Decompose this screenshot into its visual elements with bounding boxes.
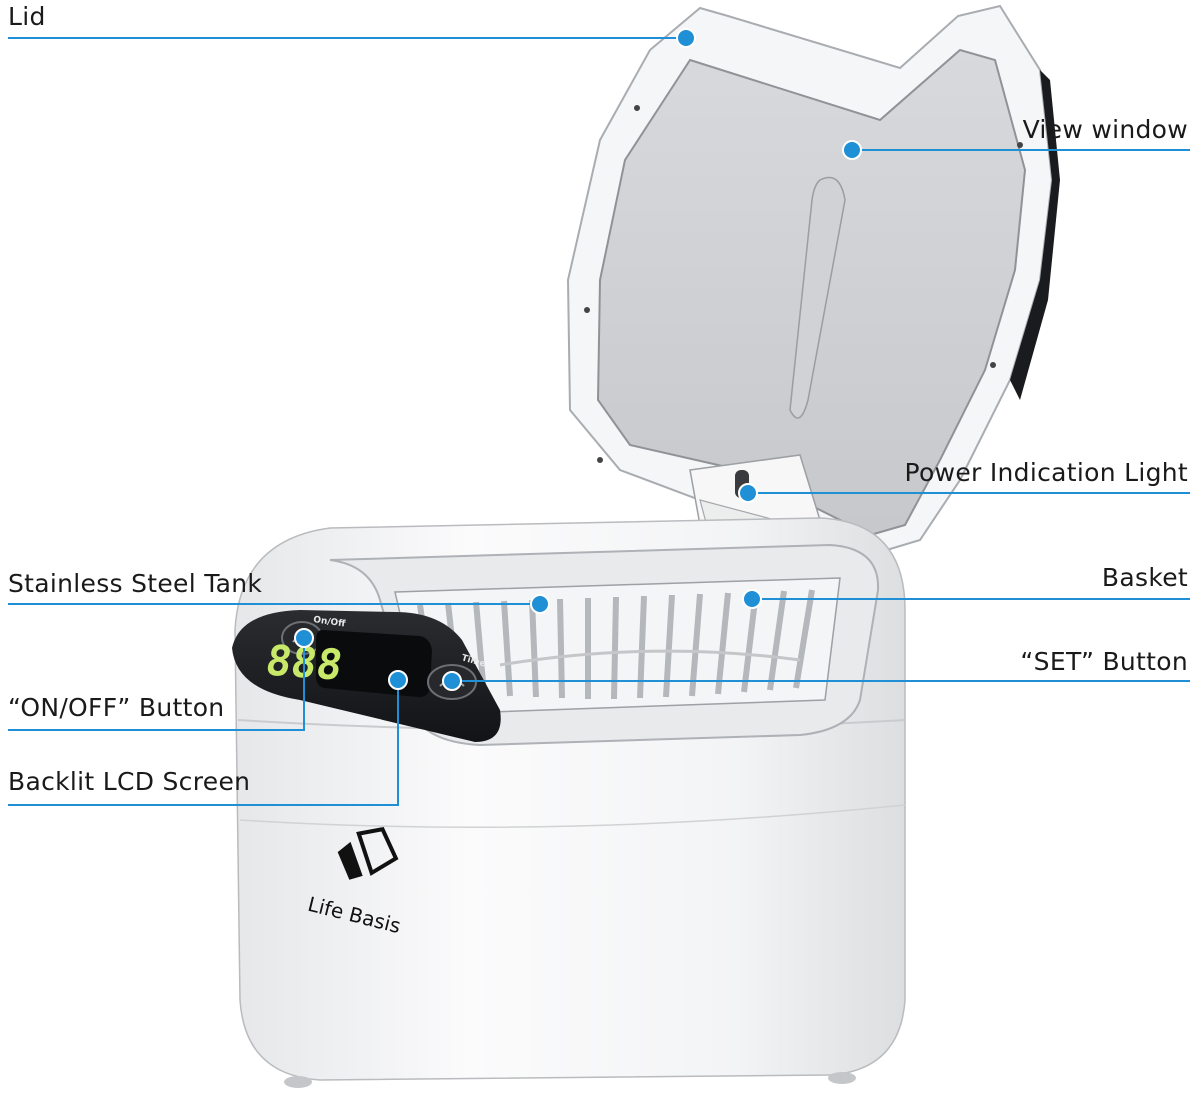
callout-dots [294, 28, 862, 691]
callout-basket: Basket [1101, 563, 1188, 592]
dot-tank [530, 594, 550, 614]
callout-power-indication-light: Power Indication Light [904, 458, 1188, 487]
callout-set-button: “SET” Button [1020, 647, 1188, 676]
leader-onoff-button [8, 638, 305, 731]
callout-stainless-steel-tank: Stainless Steel Tank [8, 569, 263, 598]
callout-view-window: View window [1022, 115, 1188, 144]
callout-lid: Lid [8, 2, 46, 31]
on-off-label: On/Off [313, 615, 347, 629]
dot-view-window [842, 140, 862, 160]
leader-lcd [8, 680, 399, 806]
dot-onoff-button [294, 628, 314, 648]
dot-set-button [442, 671, 462, 691]
cleaner-body: On/Off 888 Time Life Basis [232, 517, 906, 1088]
dot-lcd [388, 670, 408, 690]
dot-basket [742, 589, 762, 609]
callout-onoff-button: “ON/OFF” Button [8, 693, 225, 722]
callout-backlit-lcd-screen: Backlit LCD Screen [8, 767, 251, 796]
dot-lid [676, 28, 696, 48]
dot-power-light [738, 483, 758, 503]
callout-leaders [8, 37, 1190, 806]
